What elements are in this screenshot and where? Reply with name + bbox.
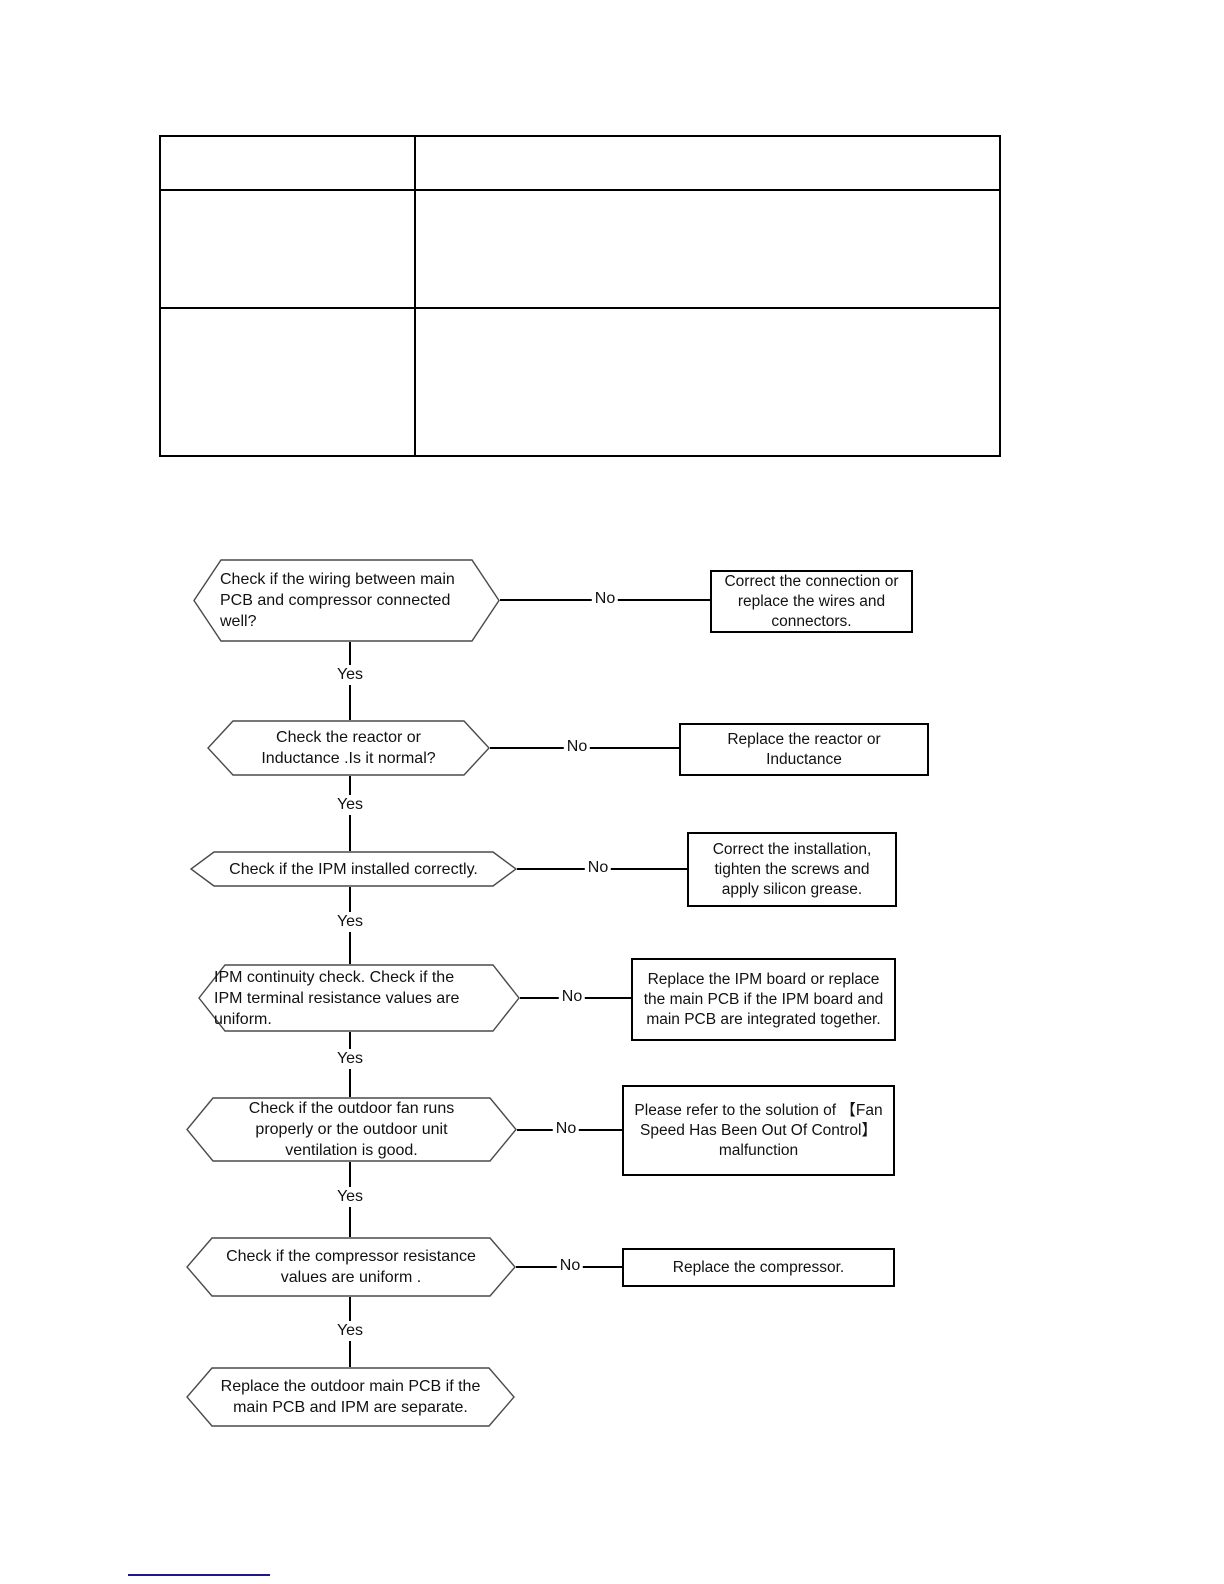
table-row <box>159 307 1001 457</box>
decision-ipm-install-check: Check if the IPM installed correctly. <box>190 851 517 887</box>
decision-reactor-check: Check the reactor or Inductance .Is it n… <box>207 720 490 776</box>
decision-text: Check if the IPM installed correctly. <box>229 860 478 878</box>
table-cell <box>414 189 1001 309</box>
decision-text: Check if the outdoor fan runs properly o… <box>248 1100 455 1159</box>
hexagon-shape <box>190 851 517 887</box>
no-label-2: No <box>563 737 591 757</box>
hexagon-shape <box>198 964 520 1032</box>
hexagon-shape <box>186 1367 515 1427</box>
final-step-text: Replace the outdoor main PCB if the main… <box>220 1378 481 1416</box>
final-step-replace-main-pcb: Replace the outdoor main PCB if the main… <box>186 1367 515 1427</box>
hexagon-shape <box>207 720 490 776</box>
hexagon-shape <box>193 559 500 642</box>
no-label-3: No <box>584 858 612 878</box>
no-label-5: No <box>552 1119 580 1139</box>
no-label-6: No <box>556 1256 584 1276</box>
decision-text: Check the reactor or Inductance .Is it n… <box>261 729 436 767</box>
decision-text: Check if the wiring between main PCB and… <box>220 571 455 630</box>
decision-ipm-continuity-check: IPM continuity check. Check if the IPM t… <box>198 964 520 1032</box>
action-wiring-fix: Correct the connection or replace the wi… <box>710 570 913 633</box>
footer-rule <box>128 1574 270 1576</box>
no-label-1: No <box>591 589 619 609</box>
table-cell <box>159 189 416 309</box>
table-cell <box>159 307 416 457</box>
yes-label-5: Yes <box>333 1187 367 1207</box>
table-cell <box>414 307 1001 457</box>
table-cell <box>159 135 416 191</box>
decision-text: Check if the compressor resistance value… <box>226 1248 476 1286</box>
decision-compressor-check: Check if the compressor resistance value… <box>186 1237 516 1297</box>
table-row <box>159 189 1001 309</box>
decision-outdoor-fan-check: Check if the outdoor fan runs properly o… <box>186 1097 517 1162</box>
action-reactor-replace: Replace the reactor or Inductance <box>679 723 929 776</box>
yes-label-1: Yes <box>333 665 367 685</box>
yes-label-2: Yes <box>333 795 367 815</box>
hexagon-shape <box>186 1097 517 1162</box>
action-ipm-board-replace: Replace the IPM board or replace the mai… <box>631 958 896 1041</box>
table-cell <box>414 135 1001 191</box>
action-compressor-replace: Replace the compressor. <box>622 1248 895 1287</box>
yes-label-6: Yes <box>333 1321 367 1341</box>
action-fan-speed-refer: Please refer to the solution of 【Fan Spe… <box>622 1085 895 1176</box>
yes-label-4: Yes <box>333 1049 367 1069</box>
info-table <box>159 135 1001 457</box>
decision-text: IPM continuity check. Check if the IPM t… <box>214 968 460 1028</box>
table-row <box>159 135 1001 191</box>
no-label-4: No <box>558 987 586 1007</box>
hexagon-shape <box>186 1237 516 1297</box>
action-ipm-install-fix: Correct the installation, tighten the sc… <box>687 832 897 907</box>
decision-wiring-check: Check if the wiring between main PCB and… <box>193 559 500 642</box>
yes-label-3: Yes <box>333 912 367 932</box>
